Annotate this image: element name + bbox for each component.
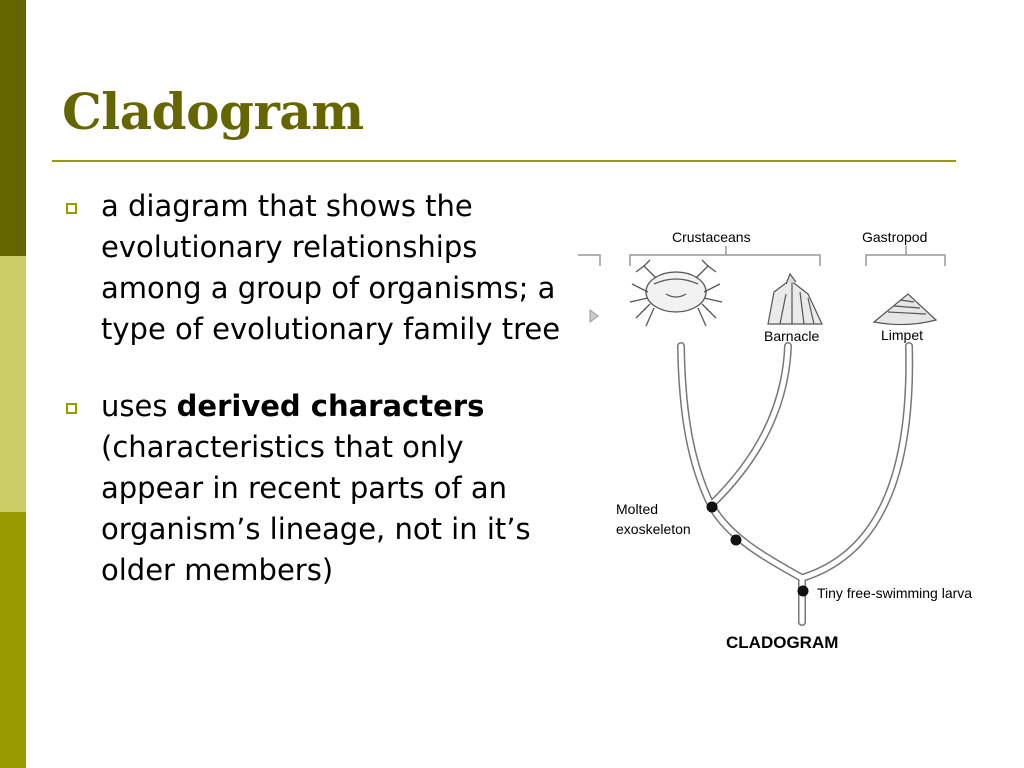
cladogram-drawing: [578, 246, 946, 626]
side-bar-top: [0, 0, 26, 256]
barnacle-label: Barnacle: [764, 328, 820, 344]
bullet-text-bold: derived characters: [176, 389, 485, 423]
bullet-text: a diagram that shows the evolutionary re…: [101, 189, 561, 346]
figure-caption: CLADOGRAM: [726, 633, 839, 652]
title-divider: [52, 160, 956, 162]
limpet-label: Limpet: [881, 327, 924, 343]
trait-marker-larva: [797, 585, 809, 597]
crab-icon: [629, 259, 723, 327]
trait-marker-molted-exoskeleton: [706, 501, 718, 513]
bullet-text: uses derived characters (characteristics…: [101, 386, 562, 591]
branch-lines: [677, 342, 914, 626]
gastropod-label: Gastropod: [862, 229, 928, 245]
bullet-item: a diagram that shows the evolutionary re…: [62, 186, 562, 350]
side-bar-middle: [0, 256, 26, 512]
slide-title: Cladogram: [62, 82, 364, 141]
crustaceans-label: Crustaceans: [672, 229, 751, 245]
side-bar-bottom: [0, 512, 26, 768]
gastropod-bracket: [865, 254, 946, 266]
bullet-item: uses derived characters (characteristics…: [62, 386, 562, 591]
cladogram-figure: Crustaceans Gastropod Barnacle Limpet Mo…: [576, 222, 1024, 662]
group-brackets: [578, 246, 946, 266]
square-bullet-icon: [66, 203, 77, 214]
limpet-icon: [872, 293, 938, 326]
square-bullet-icon: [66, 403, 77, 414]
partial-organism-icon: [589, 309, 599, 323]
partial-bracket: [578, 254, 601, 266]
bullet-text-prefix: uses: [101, 389, 177, 423]
molted-exoskeleton-label: Molted exoskeleton: [616, 501, 691, 537]
trait-marker-molted-exoskeleton-2: [730, 534, 742, 546]
larva-label: Tiny free-swimming larva: [817, 585, 973, 601]
barnacle-icon: [767, 272, 823, 325]
crustaceans-bracket: [629, 254, 821, 266]
bullet-list: a diagram that shows the evolutionary re…: [62, 186, 562, 627]
bullet-text-suffix: (characteristics that only appear in rec…: [101, 430, 531, 587]
